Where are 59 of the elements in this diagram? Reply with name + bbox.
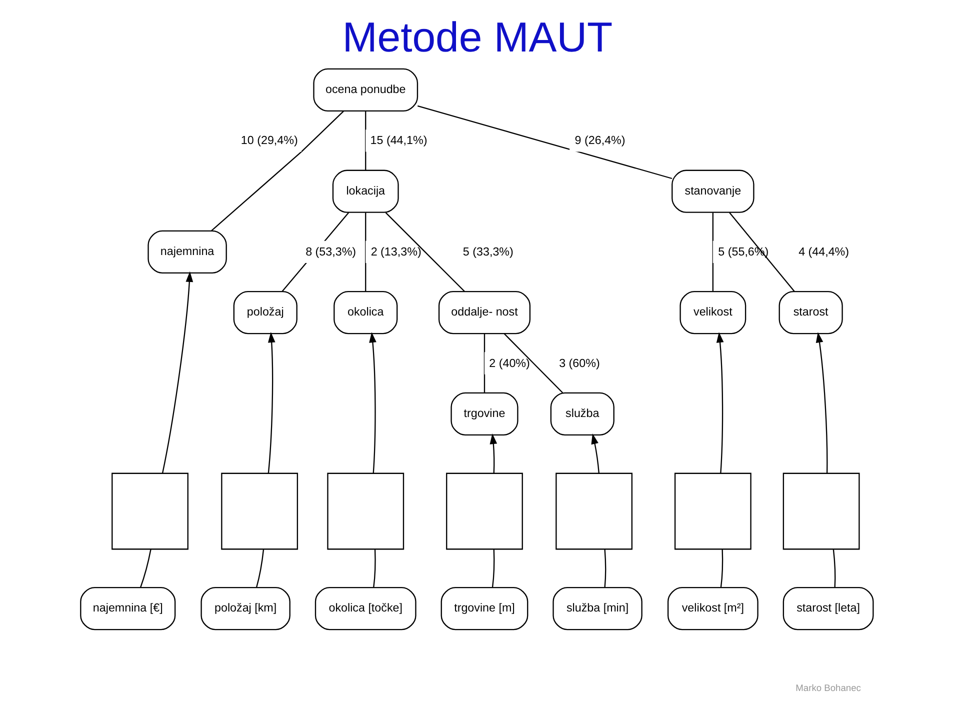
- edge-label: 8 (53,3%): [306, 245, 356, 258]
- edge-label: 9 (26,4%): [574, 134, 626, 148]
- connector: [720, 549, 724, 588]
- connector: [832, 549, 836, 588]
- arrow: [162, 271, 194, 474]
- connector: [504, 333, 564, 394]
- connector: [256, 549, 264, 588]
- edge-label: 4 (44,4%): [798, 245, 850, 258]
- node-box: trgovine [m]: [440, 587, 528, 630]
- node-box: okolica [točke]: [314, 587, 416, 630]
- node-box: ocena ponudbe: [313, 68, 418, 112]
- arrow: [490, 434, 498, 474]
- node-box: starost [leta]: [782, 587, 874, 630]
- edge-label: 5 (33,3%): [462, 245, 514, 258]
- connector: [211, 110, 344, 232]
- node-box: služba: [550, 392, 614, 436]
- node-box: stanovanje: [672, 170, 754, 213]
- node-box: [446, 472, 523, 550]
- connector: [385, 212, 466, 292]
- node-box: [221, 472, 298, 550]
- node-box: oddalje- nost: [438, 291, 531, 334]
- node-box: trgovine: [450, 392, 518, 436]
- node-box: [782, 472, 860, 550]
- arrow: [591, 434, 600, 474]
- connector: [712, 212, 714, 292]
- arrow: [716, 332, 724, 474]
- connector: [373, 549, 376, 588]
- node-box: velikost [m²]: [667, 587, 758, 630]
- diagram-title: Metode MAUT: [342, 13, 613, 60]
- node-box: lokacija: [332, 170, 399, 213]
- arrow: [816, 332, 828, 474]
- edge-label: 2 (40%): [489, 356, 530, 370]
- arrow: [268, 332, 276, 474]
- label: Marko Bohanec: [796, 683, 861, 694]
- arrow: [369, 332, 376, 474]
- edge-label: 2 (13,3%): [370, 245, 422, 258]
- node-box: najemnina [€]: [80, 587, 176, 630]
- node-box: služba [min]: [552, 587, 642, 630]
- node-box: velikost: [680, 291, 746, 334]
- node-box: [556, 472, 632, 550]
- connector: [604, 549, 606, 588]
- connector: [365, 212, 366, 292]
- connector: [140, 549, 152, 588]
- edge-label: 10 (29,4%): [240, 134, 298, 148]
- node-box: starost: [778, 291, 843, 334]
- node-box: [327, 472, 404, 550]
- node-box: položaj: [233, 291, 298, 334]
- edge-label: 3 (60%): [559, 356, 600, 370]
- connector: [484, 334, 486, 393]
- node-box: [112, 472, 188, 550]
- connector: [492, 549, 495, 588]
- edge-label: 15 (44,1%): [370, 134, 428, 148]
- node-box: najemnina: [148, 230, 227, 274]
- connector: [365, 111, 366, 170]
- connector: [729, 212, 795, 292]
- node-box: položaj [km]: [200, 587, 290, 630]
- node-box: [674, 472, 752, 550]
- connector: [417, 105, 672, 180]
- node-box: okolica: [334, 291, 398, 334]
